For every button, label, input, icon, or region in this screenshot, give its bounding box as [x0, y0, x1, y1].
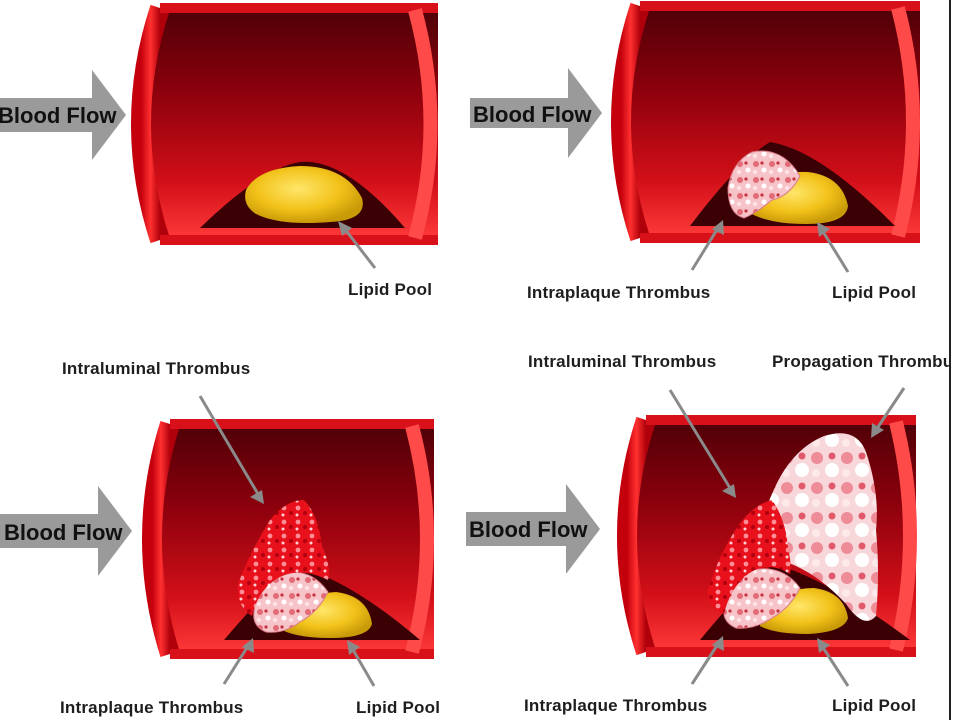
- panel-2: Blood Flow Intraplaque Thrombus Lipid Po…: [470, 1, 920, 302]
- intraplaque-thrombus-label: Intraplaque Thrombus: [524, 696, 707, 715]
- lipid-pool-label: Lipid Pool: [356, 698, 440, 717]
- panel-3: Blood Flow Intraluminal Thrombus Intrapl…: [0, 359, 440, 717]
- pointer-propagation-4: [871, 387, 906, 438]
- intraplaque-thrombus-label: Intraplaque Thrombus: [60, 698, 243, 717]
- blood-flow-arrow-2: Blood Flow: [470, 68, 602, 158]
- lipid-pool-label: Lipid Pool: [832, 696, 916, 715]
- intraplaque-thrombus-2: [727, 150, 801, 219]
- blood-flow-label: Blood Flow: [0, 103, 117, 128]
- pointer-intraluminal-4: [668, 389, 736, 498]
- blood-flow-arrow-1: Blood Flow: [0, 70, 126, 160]
- pointer-intraplaque-4: [690, 636, 724, 685]
- pointer-intraluminal-3: [198, 395, 264, 504]
- pointer-lipid-4: [817, 638, 850, 687]
- blood-flow-label: Blood Flow: [473, 102, 592, 127]
- lipid-pool-label: Lipid Pool: [832, 283, 916, 302]
- blood-flow-arrow-4: Blood Flow: [466, 484, 600, 574]
- intraluminal-thrombus-label: Intraluminal Thrombus: [528, 352, 716, 371]
- panel-4: Blood Flow Intraluminal Thrombus Propaga…: [466, 352, 960, 715]
- intraluminal-thrombus-3: [237, 500, 330, 616]
- blood-flow-label: Blood Flow: [469, 517, 588, 542]
- propagation-thrombus-4: [765, 433, 878, 621]
- pointer-lipid-2: [817, 222, 850, 273]
- intraplaque-thrombus-label: Intraplaque Thrombus: [527, 283, 710, 302]
- lipid-pool-label: Lipid Pool: [348, 280, 432, 299]
- vessel-1: [131, 3, 438, 245]
- blood-flow-arrow-3: Blood Flow: [0, 486, 132, 576]
- pointer-lipid-3: [347, 640, 376, 687]
- blood-flow-label: Blood Flow: [4, 520, 123, 545]
- propagation-thrombus-label: Propagation Thrombus: [772, 352, 960, 371]
- intraluminal-thrombus-label: Intraluminal Thrombus: [62, 359, 250, 378]
- lipid-pool-1: [245, 166, 363, 223]
- pointer-intraplaque-2: [690, 220, 724, 271]
- intraluminal-thrombus-4: [707, 500, 791, 614]
- pointer-intraplaque-3: [222, 638, 254, 685]
- pointer-lipid-1: [338, 221, 377, 269]
- panel-1: Blood Flow Lipid Pool: [0, 3, 438, 299]
- right-border: [949, 0, 960, 720]
